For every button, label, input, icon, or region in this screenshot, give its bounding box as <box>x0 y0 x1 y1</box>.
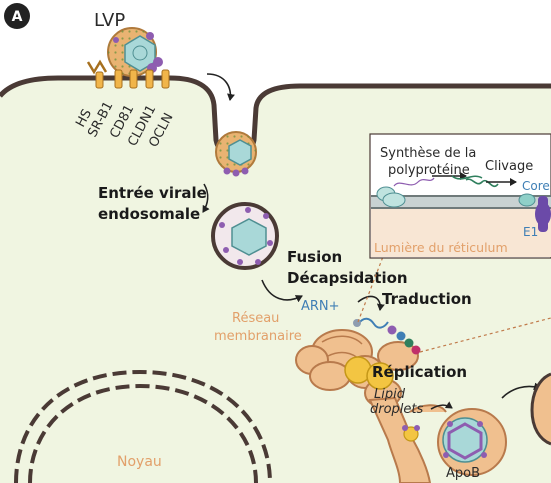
plasma-membrane <box>0 75 551 159</box>
lipid-label-line1: Lipid <box>374 387 406 402</box>
receptor-hs: HS <box>73 107 95 130</box>
traduction-arrow <box>357 295 385 311</box>
zoom-line-right <box>419 317 551 353</box>
noyau-label: Noyau <box>117 454 162 470</box>
panel-letter-badge <box>4 3 30 29</box>
inset-lumiere: Lumière du réticulum <box>374 240 508 255</box>
reseau-label-line1: Réseau <box>232 311 279 326</box>
arn-label: ARN+ <box>301 299 340 314</box>
inset-clivage: Clivage <box>485 159 533 174</box>
fusion-arrow <box>261 279 303 303</box>
apob-particles <box>402 425 420 442</box>
assembling-virion <box>442 417 488 463</box>
lipid-arrow <box>430 401 453 410</box>
translation-inset <box>369 133 551 259</box>
endosome <box>211 202 279 270</box>
secretory-vesicle <box>530 372 551 446</box>
receptors <box>86 59 170 89</box>
decapsidation-label: Décapsidation <box>287 269 408 287</box>
polyprotein-beads <box>353 319 421 355</box>
nucleus <box>14 369 272 483</box>
endocytosed-particle <box>215 131 257 177</box>
inset-synthese-line1: Synthèse de la <box>380 146 476 161</box>
inset-synthese-line2: polyprotéine <box>388 163 470 178</box>
inset-e1: E1 <box>523 225 538 239</box>
lipid-label-line2: droplets <box>370 402 424 417</box>
traduction-label: Traduction <box>382 290 472 308</box>
viral-rna <box>357 317 389 329</box>
lipid-droplets <box>344 356 394 390</box>
panel-letter: A <box>12 9 23 25</box>
endosome-arrow <box>202 183 210 213</box>
reseau-label-line2: membranaire <box>214 329 302 344</box>
fusion-label: Fusion <box>287 248 342 266</box>
entry-label-line2: endosomale <box>98 205 200 223</box>
lvp-label: LVP <box>94 10 125 31</box>
inset-core: Core <box>522 179 550 193</box>
replication-label: Réplication <box>372 363 467 381</box>
entry-label-line1: Entrée virale <box>98 184 207 202</box>
zoom-line-left <box>357 253 385 323</box>
entry-arrow <box>206 73 235 101</box>
apob-label: ApoB <box>446 466 480 481</box>
